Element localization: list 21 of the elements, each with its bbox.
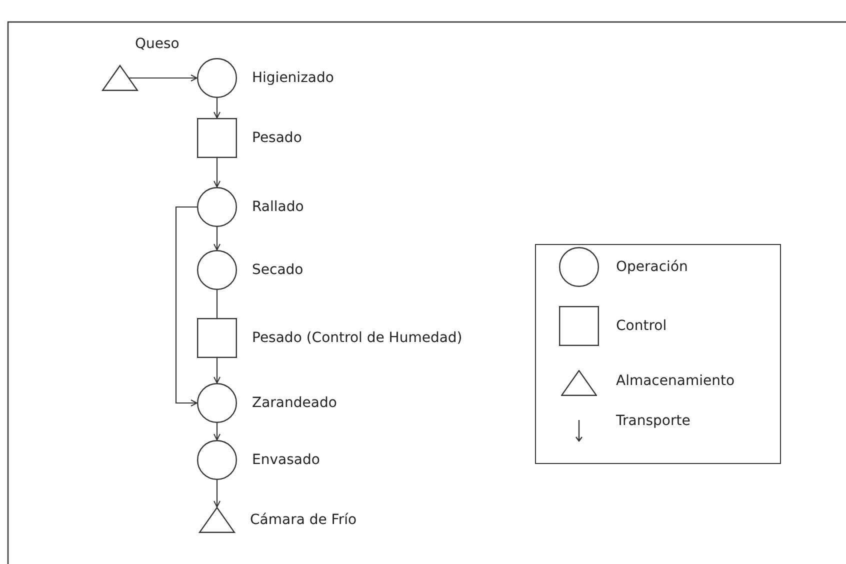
legend-label: Control bbox=[616, 317, 667, 335]
step-label: Zarandeado bbox=[252, 394, 337, 412]
step-label: Pesado bbox=[252, 129, 302, 147]
flow-arrow bbox=[175, 206, 198, 406]
flow-arrow bbox=[214, 98, 220, 118]
legend-label: Almacenamiento bbox=[616, 372, 735, 390]
step-label: Rallado bbox=[252, 198, 304, 216]
flow-arrow bbox=[214, 480, 220, 508]
flow-arrow bbox=[129, 74, 198, 82]
step-label: Pesado (Control de Humedad) bbox=[252, 329, 462, 347]
step-label: Secado bbox=[252, 261, 304, 279]
flow-arrow bbox=[214, 358, 220, 384]
step-label: Higienizado bbox=[252, 69, 334, 87]
legend-label: Operación bbox=[616, 258, 688, 276]
flow-arrow bbox=[214, 158, 220, 188]
flow-arrow bbox=[214, 423, 220, 440]
flow-arrow bbox=[214, 227, 220, 250]
legend-label: Transporte bbox=[616, 412, 690, 430]
step-label: Cámara de Frío bbox=[250, 511, 357, 529]
step-label: Queso bbox=[135, 35, 180, 53]
step-label: Envasado bbox=[252, 451, 320, 469]
